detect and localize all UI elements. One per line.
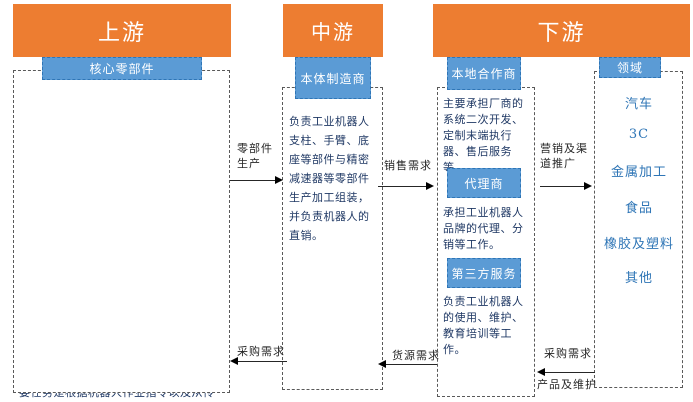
tab-agent: 代理商 <box>447 168 521 198</box>
arrow-label-procurement-right: 采购需求 <box>544 347 592 360</box>
arrow-left-icon <box>230 357 238 365</box>
downstream-box <box>437 87 535 397</box>
field-item-others: 其他 <box>624 271 653 286</box>
arrow-right-icon <box>275 176 283 184</box>
arrow-label-sales-demand: 销售需求 <box>384 159 432 172</box>
arrow-line <box>540 186 587 187</box>
arrow-label-products-maintenance: 产品及维护 <box>537 378 597 391</box>
tab-fields: 领域 <box>599 57 661 78</box>
third-party-description: 负责工业机器人的使用、维护、教育培训等工作。 <box>443 295 524 356</box>
arrow-left-icon <box>378 360 386 368</box>
arrow-label-marketing: 营销及渠道推广 <box>540 142 588 170</box>
arrow-right-icon <box>584 182 592 190</box>
fields-box <box>594 71 683 388</box>
arrow-left-icon <box>537 368 545 376</box>
midstream-header: 中游 <box>283 4 383 57</box>
field-item-food: 食品 <box>624 201 653 216</box>
arrow-line <box>384 364 437 365</box>
arrow-label-procurement-left: 采购需求 <box>237 345 285 358</box>
local-partner-description: 主要承担厂商的系统二次开发、定制末端执行器、售后服务等。 <box>443 97 524 174</box>
arrow-label-supply-demand: 货源需求 <box>392 349 440 362</box>
field-item-automotive: 汽车 <box>624 97 653 112</box>
agent-description: 承担工业机器人品牌的代理、分销等工作。 <box>443 206 524 251</box>
tab-core-components: 核心零部件 <box>42 57 202 80</box>
midstream-description: 负责工业机器人支柱、手臂、底座等部件与精密减速器等零部件生产加工组装，并负责机器… <box>289 115 370 242</box>
arrow-line <box>230 180 278 181</box>
upstream-box <box>13 70 230 393</box>
upstream-header: 上游 <box>13 4 231 57</box>
field-item-metal-processing: 金属加工 <box>610 165 667 180</box>
field-item-rubber-plastics: 橡胶及塑料 <box>603 237 674 252</box>
tab-third-party-service: 第三方服务 <box>447 258 521 288</box>
arrow-label-parts-production: 零部件生产 <box>237 142 273 170</box>
midstream-box <box>282 87 383 390</box>
arrow-line <box>543 372 595 373</box>
tab-local-partner: 本地合作商 <box>447 57 521 90</box>
downstream-header: 下游 <box>433 4 690 57</box>
arrow-right-icon <box>426 182 434 190</box>
tab-body-manufacturer: 本体制造商 <box>295 57 371 99</box>
field-item-3c: 3C <box>628 127 650 142</box>
arrow-line <box>378 186 429 187</box>
arrow-line <box>236 361 287 362</box>
